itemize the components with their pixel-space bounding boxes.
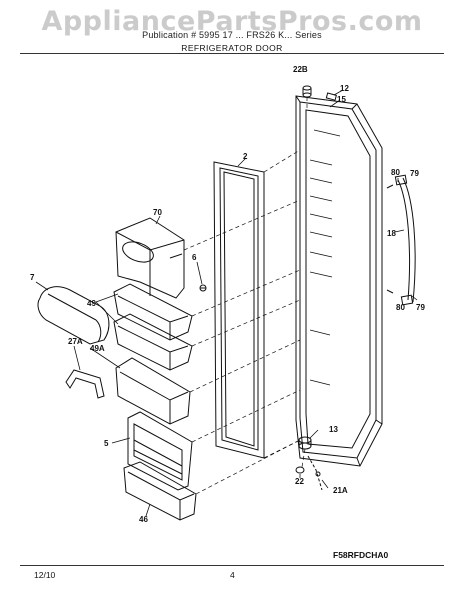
callout-79-top: 79	[410, 169, 419, 178]
hinge-bushing-lower	[295, 436, 312, 474]
screw-6	[199, 284, 207, 292]
figure-code: F58RFDCHA0	[333, 550, 389, 560]
callout-49A: 49A	[90, 344, 105, 353]
callout-7: 7	[30, 273, 35, 282]
hinge-pin-21A	[307, 455, 323, 491]
door-clip	[325, 92, 337, 101]
callout-21A: 21A	[333, 486, 348, 495]
callout-22: 22	[295, 477, 304, 486]
callout-79-bottom: 79	[416, 303, 425, 312]
door-bin-49-lower	[113, 313, 193, 371]
callout-18: 18	[387, 229, 396, 238]
callout-5: 5	[104, 439, 109, 448]
door-gasket	[213, 161, 265, 459]
callout-80-top: 80	[391, 168, 400, 177]
door-bin-49A	[115, 357, 191, 425]
bin-frame-5	[127, 411, 193, 491]
header-rule	[20, 53, 444, 54]
dairy-door	[37, 286, 110, 345]
callout-6: 6	[192, 253, 197, 262]
callout-49: 49	[87, 299, 96, 308]
door-panel	[295, 95, 383, 467]
callout-70: 70	[153, 208, 162, 217]
hinge-bushing-top	[302, 85, 312, 98]
callout-15: 15	[337, 95, 346, 104]
callout-27A: 27A	[68, 337, 83, 346]
door-bin-70	[115, 217, 185, 299]
callout-12: 12	[340, 84, 349, 93]
footer-rule	[20, 565, 444, 566]
callout-13: 13	[329, 425, 338, 434]
page-number: 4	[230, 570, 235, 580]
door-bin-46	[123, 461, 197, 521]
header-subtitle: Publication # 5995 17 ... FRS26 K... Ser…	[142, 30, 322, 40]
callout-46: 46	[139, 515, 148, 524]
leader-lines	[35, 89, 418, 517]
assembly-lines	[183, 97, 308, 495]
watermark: AppliancePartsPros.com	[41, 6, 423, 37]
page-title: REFRIGERATOR DOOR	[181, 43, 283, 53]
callout-22B: 22B	[293, 65, 308, 74]
door-bin-49-upper	[113, 283, 193, 341]
bracket-27A	[65, 369, 105, 399]
callout-2: 2	[243, 152, 248, 161]
footer-date: 12/10	[34, 570, 56, 580]
door-handle	[386, 174, 416, 306]
callout-80-bottom: 80	[396, 303, 405, 312]
